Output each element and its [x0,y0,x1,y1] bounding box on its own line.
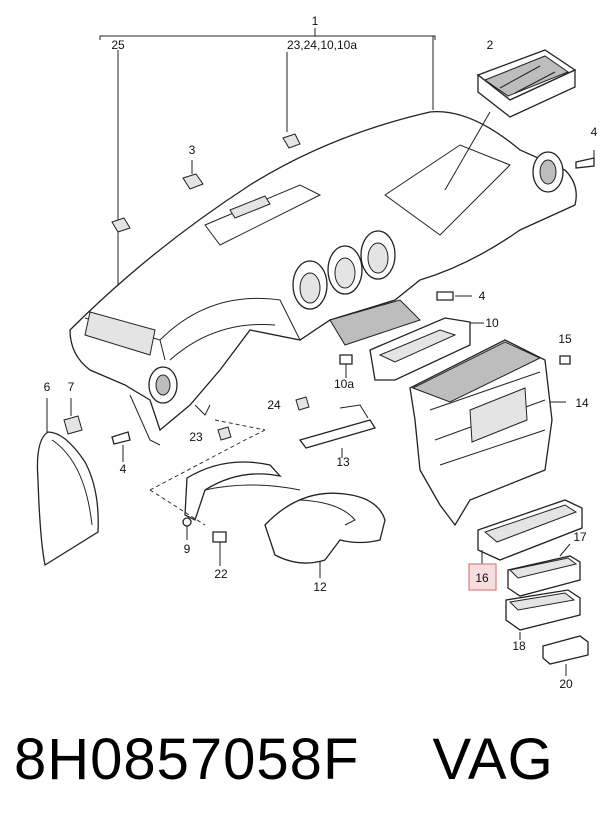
small-modules [505,543,589,676]
callout-13: 13 [336,455,350,469]
callout-labels: 1 25 23,24,10,10a 2 3 4 4 10 15 10a 6 7 … [44,14,598,691]
dashboard-panel [69,111,577,446]
callout-4-top: 4 [591,125,598,139]
callout-10a: 10a [334,377,354,391]
callout-4-mid: 4 [479,289,486,303]
part-9-column-trim [149,461,301,540]
callout-25: 25 [111,38,125,52]
callout-16-highlight [468,563,497,591]
callout-23-24-10-10a: 23,24,10,10a [287,38,357,52]
callout-14: 14 [575,396,589,410]
part-10-bracket [369,317,484,381]
part-14-console-frame [409,339,566,527]
callout-16: 16 [475,571,489,585]
callout-22: 22 [214,567,228,581]
callout-18: 18 [512,639,526,653]
callout-2: 2 [487,38,494,52]
brand-name: VAG [432,727,554,792]
part-2-center-vent [444,49,577,191]
callout-12: 12 [313,580,327,594]
callout-20: 20 [559,677,573,691]
part-16-radio-unit [477,499,583,564]
callout-1: 1 [312,14,319,28]
callout-17: 17 [573,530,587,544]
clip-parts [111,133,301,233]
parts-diagram: 1 25 23,24,10,10a 2 3 4 4 10 15 10a 6 7 … [36,14,598,691]
callout-23: 23 [189,430,203,444]
callout-1-bracket [99,28,436,330]
footer-caption: 8H0857058F VAG [14,726,594,806]
callout-24: 24 [267,398,281,412]
part-13-trim-strip [298,404,377,458]
part-number: 8H0857058F [14,727,360,792]
callout-15: 15 [558,332,572,346]
part-6-side-trim [36,398,99,567]
screw-icons [111,150,595,566]
part-12-column-cover [264,492,386,578]
callout-4-left: 4 [120,462,127,476]
callout-10: 10 [485,316,499,330]
callout-7: 7 [68,380,75,394]
callout-9: 9 [184,542,191,556]
clips-23-24 [149,396,310,491]
callout-3: 3 [189,143,196,157]
part-7-clip [63,398,83,435]
callout-6: 6 [44,380,51,394]
